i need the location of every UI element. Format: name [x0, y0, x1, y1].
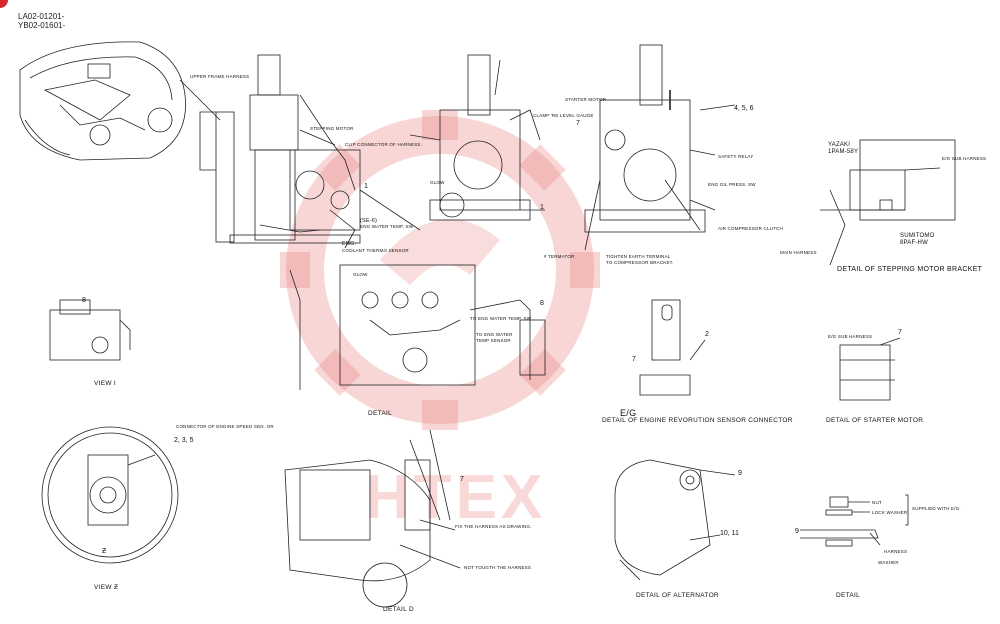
caption-detail-center: DETAIL	[368, 410, 393, 417]
callout-7-sensor: 7	[632, 356, 636, 363]
callout-8-detail: 8	[540, 300, 544, 307]
label-fix-harness: FIX THE HARNESS AS DRAWING.	[455, 524, 532, 529]
label-eng-water-temp-sw: ENG WATER TEMP. SW	[360, 224, 414, 229]
label-stepping-motor: STEPPING MOTOR	[310, 126, 354, 131]
starter-motor-drawing	[839, 337, 901, 401]
label-se6: (SE-6)	[360, 218, 378, 224]
label-nut: NUT	[872, 500, 882, 505]
caption-eg: E/G	[620, 408, 637, 418]
label-starter-motor: STARTER MOTOR	[565, 97, 607, 102]
label-washer: WASHER	[878, 560, 899, 565]
corner-badge-icon	[0, 0, 8, 8]
callout-v: Ƶ	[102, 548, 107, 555]
label-to-eng-water-temp-sensor: TO ENG WATER TEMP SENSOR	[476, 332, 513, 343]
callout-7-top: 7	[576, 120, 580, 127]
caption-view-2: VIEW Ƶ	[94, 584, 119, 591]
nut-washer-drawing	[800, 494, 909, 547]
label-clamp-level-gauge: CLAMP 'RE LEVEL GAUGE	[533, 113, 594, 118]
engine-rear-view	[584, 44, 736, 251]
label-main-harness: MAIN HARNESS	[780, 250, 817, 255]
callout-7-detail-d: 7	[460, 476, 464, 483]
label-not-touch: NOT TOUGTH THE HARNESS	[464, 565, 532, 570]
label-supplied-with-eg: SUPPLIED WITH E/G.	[912, 506, 961, 511]
label-glow-top: GLOW	[430, 180, 445, 185]
caption-detail-alternator: DETAIL OF ALTERNATOR	[636, 592, 719, 599]
engine-perspective-drawing	[19, 41, 186, 161]
label-terminator: # TERMATOR	[544, 254, 575, 259]
label-connector-engine-speed: CONNECTOR OF ENGINE SPEED SEN. OR	[176, 424, 274, 429]
callout-1-left: 1	[364, 183, 368, 190]
engine-side-view	[179, 54, 421, 249]
label-eg-sub-harness-starter: E/G SUB HARNESS	[828, 334, 873, 339]
label-lock-washer: LOCK WASHER	[872, 510, 908, 515]
engine-front-view	[409, 54, 545, 221]
alternator-drawing	[614, 459, 736, 581]
view-2-drawing	[41, 426, 179, 564]
label-safety-relay: SAFETY RELAY	[718, 154, 754, 159]
caption-detail-engine-sensor: DETAIL OF ENGINE REVORUTION SENSOR CONNE…	[602, 417, 793, 424]
callout-2-3-5: 2, 3, 5	[174, 437, 194, 444]
doc-code-1: LA02-01201-	[18, 12, 65, 21]
callout-8-view: 8	[82, 297, 86, 304]
caption-detail-stepping: DETAIL OF STEPPING MOTOR BRACKET	[837, 266, 983, 273]
callout-4-5-6: 4, 5, 6	[734, 105, 754, 112]
label-yazaki: YAZAKI 1PAM-58Y	[828, 142, 859, 155]
label-tighten-earth: TIGHTEN EARTH TERMINAL TO COMPRESSOR BRA…	[606, 254, 674, 265]
stepping-motor-bracket-drawing	[820, 139, 956, 266]
label-sumitomo: SUMITOMO 8PAF-HW	[900, 233, 935, 246]
caption-view-1: VIEW I	[94, 380, 117, 387]
caption-detail-bottom-right: DETAIL	[836, 592, 861, 599]
label-air-compressor-clutch: AIR COMPRESSOR CLUTCH	[718, 226, 783, 231]
callout-9-alt: 9	[738, 470, 742, 477]
label-eng-oil-press-sw: ENG OIL PRESS. SW	[708, 182, 756, 187]
engine-sensor-connector-drawing	[639, 299, 706, 396]
doc-code-2: YB02-01601-	[18, 21, 66, 30]
label-eg-sub-harness-right: E/G SUB HARNESS	[942, 156, 987, 161]
view-1-drawing	[49, 299, 131, 361]
caption-detail-d: DETAIL D	[383, 606, 414, 613]
label-upper-frame-harness: UPPER FRAME HARNESS	[190, 74, 250, 79]
callout-7-starter: 7	[898, 329, 902, 336]
glow-detail-drawing	[289, 264, 546, 390]
callout-10-11: 10, 11	[720, 530, 739, 537]
label-glow-detail: GLOW	[353, 272, 368, 277]
watermark-text: HTEX	[365, 463, 547, 532]
callout-9-bottom: 9	[795, 528, 799, 535]
callout-1-center: 1	[540, 204, 544, 211]
detail-d-drawing	[284, 429, 461, 608]
label-to-eng-water-temp-sw: TO ENG WATER TEMP. SW	[470, 316, 532, 321]
callout-2-sensor: 2	[705, 331, 709, 338]
caption-detail-starter: DETAIL OF STARTER MOTOR	[826, 417, 924, 424]
label-eng: ENG.	[342, 241, 357, 247]
label-coolant-thermo-sensor: COOLANT THERMO SENSOR	[342, 248, 409, 253]
label-harness: HARNESS	[884, 549, 908, 554]
label-clip-connector: CLIP CONNECTOR OF HARNESS.	[345, 142, 423, 147]
